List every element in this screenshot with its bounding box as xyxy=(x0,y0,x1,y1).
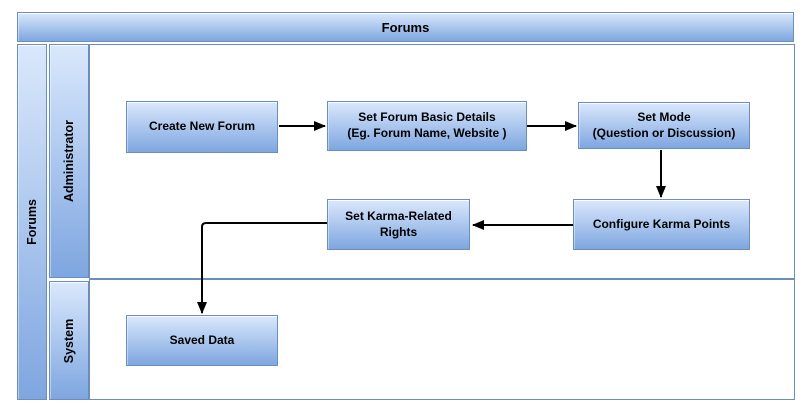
lane-system-label: System xyxy=(62,318,77,363)
node-set-forum-basic-details: Set Forum Basic Details (Eg. Forum Name,… xyxy=(327,101,527,151)
node-configure-karma-points: Configure Karma Points xyxy=(573,199,750,250)
node-set-karma-related-rights: Set Karma-Related Rights xyxy=(327,199,470,250)
node-saved-data: Saved Data xyxy=(126,315,278,366)
node-set-mode-label: Set Mode (Question or Discussion) xyxy=(592,109,736,140)
lane-label-system: System xyxy=(49,281,89,400)
pool-header: Forums xyxy=(17,12,794,42)
node-set-mode: Set Mode (Question or Discussion) xyxy=(578,102,750,149)
pool-label: Forums xyxy=(25,199,39,245)
pool-title: Forums xyxy=(381,19,430,35)
node-create-new-forum: Create New Forum xyxy=(126,101,278,153)
node-configure-karma-points-label: Configure Karma Points xyxy=(592,216,731,231)
lane-administrator-label: Administrator xyxy=(62,120,77,202)
pool-label-column: Forums xyxy=(17,44,47,400)
node-set-forum-basic-details-label: Set Forum Basic Details (Eg. Forum Name,… xyxy=(347,110,507,140)
lane-label-administrator: Administrator xyxy=(49,44,89,278)
node-saved-data-label: Saved Data xyxy=(169,332,235,347)
node-create-new-forum-label: Create New Forum xyxy=(148,119,256,134)
node-set-karma-related-rights-label: Set Karma-Related Rights xyxy=(345,208,452,239)
